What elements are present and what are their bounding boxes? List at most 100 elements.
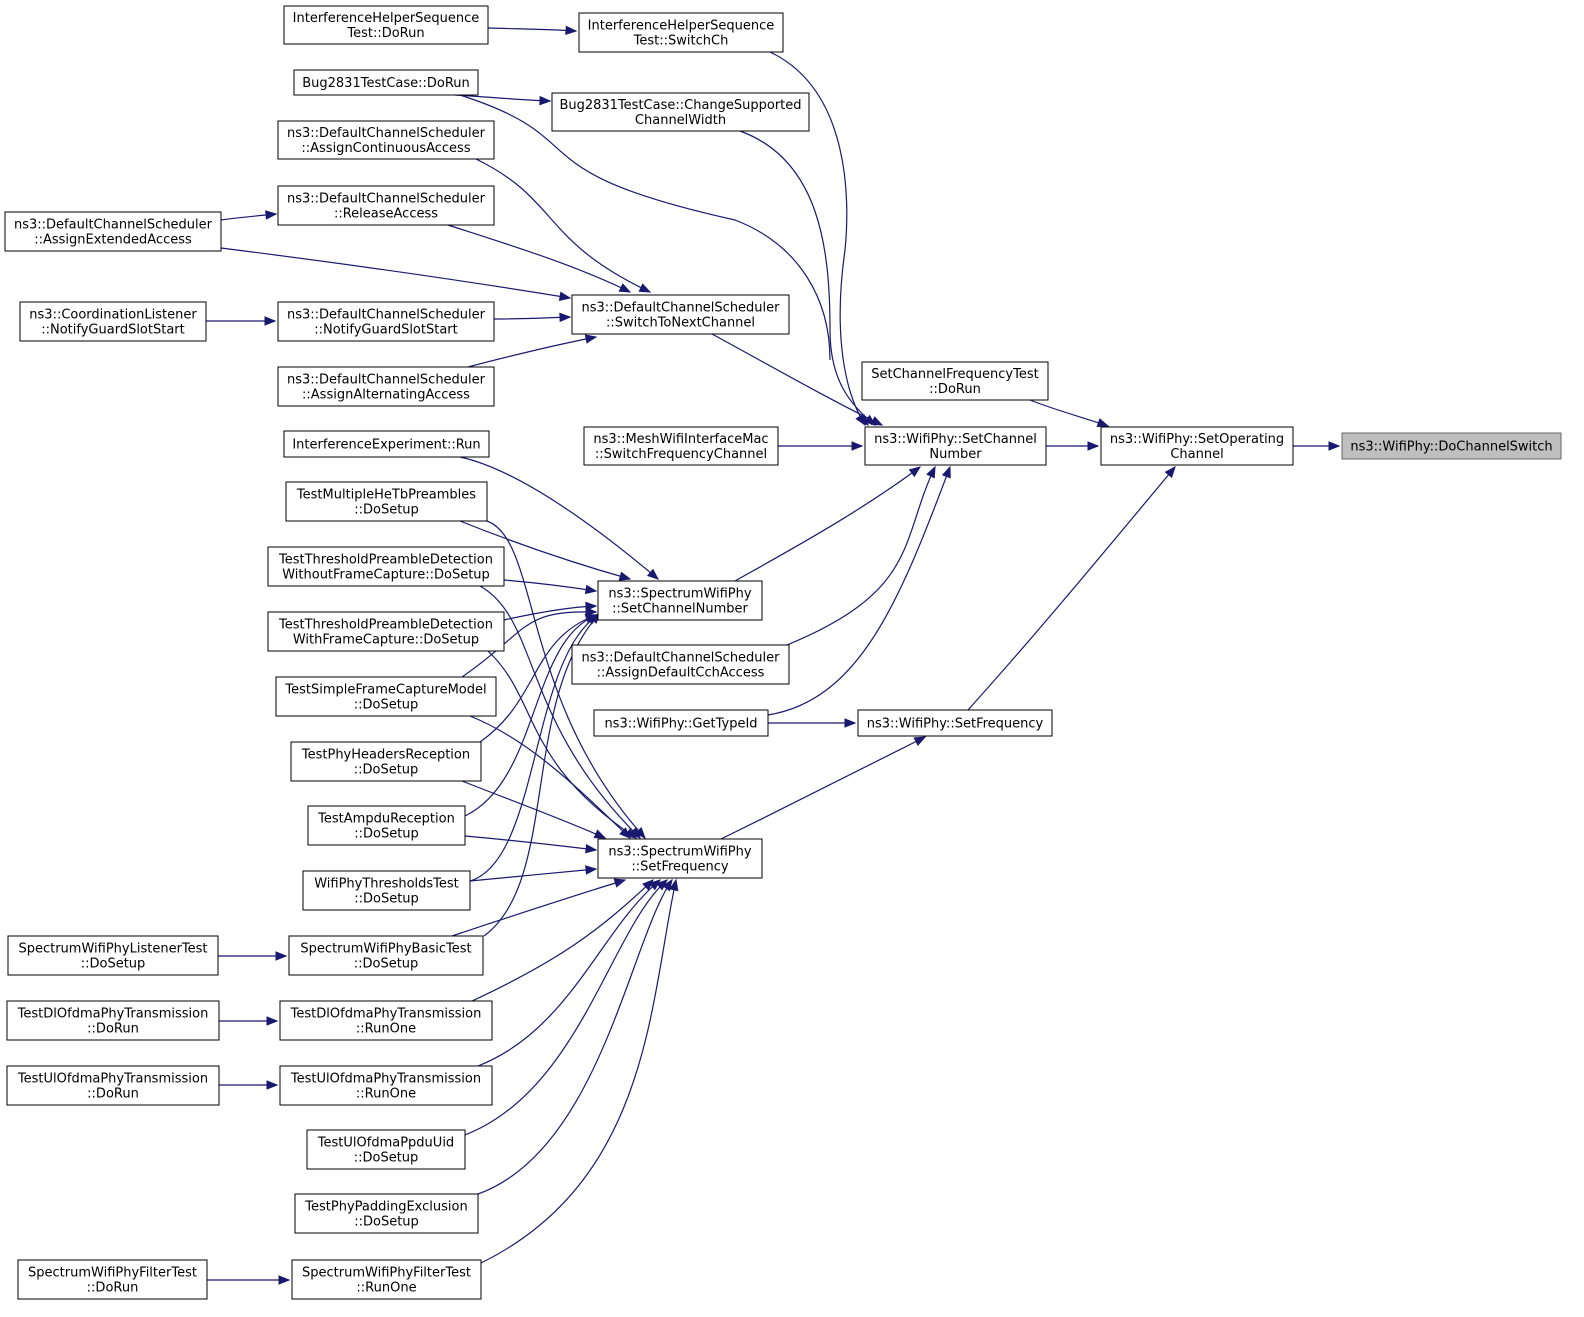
- node-n18[interactable]: InterferenceExperiment::Run: [283, 430, 490, 458]
- node-box: [288, 935, 484, 976]
- node-box: [267, 546, 505, 587]
- arrowhead-n24-n4: [844, 718, 857, 728]
- node-label: TestPhyPaddingExclusion: [304, 1200, 467, 1215]
- arrowhead-n38-n27: [669, 878, 679, 892]
- node-label: ::DoRun: [87, 1087, 139, 1102]
- node-box: [1341, 432, 1562, 460]
- node-label: ns3::DefaultChannelScheduler: [287, 192, 486, 207]
- node-box: [578, 12, 784, 53]
- edge-n5-n2: [769, 51, 866, 426]
- node-box: [283, 430, 490, 458]
- node-n17[interactable]: ns3::SpectrumWifiPhy::SetChannelNumber: [597, 580, 763, 621]
- arrowhead-n3-n1: [1096, 418, 1110, 428]
- node-n23[interactable]: TestSimpleFrameCaptureModel::DoSetup: [275, 676, 497, 717]
- node-label: ::SwitchFrequencyChannel: [595, 447, 767, 462]
- node-n13[interactable]: ns3::DefaultChannelScheduler::NotifyGuar…: [277, 301, 495, 342]
- node-label: Number: [929, 447, 982, 462]
- node-label: Channel: [1170, 447, 1223, 462]
- node-box: [551, 92, 810, 132]
- node-n24[interactable]: ns3::WifiPhy::GetTypeId: [593, 709, 769, 737]
- node-box: [293, 69, 479, 96]
- node-label: ::RunOne: [356, 1281, 416, 1296]
- node-n19[interactable]: TestMultipleHeTbPreambles::DoSetup: [285, 481, 488, 522]
- arrowhead-n37-n38: [278, 1275, 291, 1285]
- edge-n10-n9: [475, 158, 651, 293]
- node-box: [4, 211, 222, 252]
- node-label: WithFrameCapture::DoSetup: [293, 633, 479, 648]
- node-n2[interactable]: ns3::WifiPhy::SetChannelNumber: [864, 426, 1047, 466]
- node-box: [571, 644, 790, 685]
- node-n28[interactable]: WifiPhyThresholdsTest::DoSetup: [302, 870, 471, 911]
- arrowhead-n10-n9: [638, 283, 652, 293]
- node-n11[interactable]: ns3::DefaultChannelScheduler::ReleaseAcc…: [277, 185, 495, 226]
- node-box: [1100, 426, 1294, 466]
- edge-n28-n27: [469, 868, 597, 882]
- node-n29[interactable]: SpectrumWifiPhyListenerTest::DoSetup: [7, 935, 219, 976]
- node-label: ::ReleaseAccess: [334, 207, 438, 222]
- node-label: TestThresholdPreambleDetection: [278, 618, 493, 633]
- node-box: [277, 301, 495, 342]
- node-n36[interactable]: TestPhyPaddingExclusion::DoSetup: [294, 1193, 479, 1234]
- node-n0[interactable]: ns3::WifiPhy::DoChannelSwitch: [1341, 432, 1562, 460]
- node-box: [306, 1129, 466, 1170]
- edge-n11-n9: [447, 224, 631, 293]
- edge-n32-n27: [471, 879, 654, 1002]
- node-n38[interactable]: SpectrumWifiPhyFilterTest::RunOne: [291, 1259, 482, 1300]
- node-box: [19, 301, 207, 342]
- node-label: SpectrumWifiPhyFilterTest: [302, 1266, 471, 1281]
- node-n9[interactable]: ns3::DefaultChannelScheduler::SwitchToNe…: [571, 294, 790, 335]
- node-n35[interactable]: TestUlOfdmaPpduUid::DoSetup: [306, 1129, 466, 1170]
- arrowhead-n8-n2: [857, 414, 869, 426]
- node-n14[interactable]: ns3::CoordinationListener::NotifyGuardSl…: [19, 301, 207, 342]
- node-label: ns3::DefaultChannelScheduler: [582, 651, 781, 666]
- node-label: TestThresholdPreambleDetection: [278, 553, 493, 568]
- node-n30[interactable]: SpectrumWifiPhyBasicTest::DoSetup: [288, 935, 484, 976]
- arrowhead-n22-n2: [926, 465, 936, 479]
- node-n37[interactable]: SpectrumWifiPhyFilterTest::DoRun: [17, 1259, 208, 1300]
- node-n34[interactable]: TestUlOfdmaPhyTransmission::RunOne: [279, 1065, 493, 1106]
- arrowhead-n19-n17: [618, 571, 632, 581]
- node-n26[interactable]: TestAmpduReception::DoSetup: [307, 805, 466, 846]
- node-box: [17, 1259, 208, 1300]
- node-box: [864, 426, 1047, 466]
- arrowhead-n30-n27: [613, 878, 627, 888]
- node-n27[interactable]: ns3::SpectrumWifiPhy::SetFrequency: [597, 838, 763, 879]
- node-n21[interactable]: TestThresholdPreambleDetectionWithFrameC…: [267, 611, 505, 652]
- node-n20[interactable]: TestThresholdPreambleDetectionWithoutFra…: [267, 546, 505, 587]
- node-n31[interactable]: TestDlOfdmaPhyTransmission::DoRun: [6, 1000, 220, 1041]
- node-n32[interactable]: TestDlOfdmaPhyTransmission::RunOne: [279, 1000, 493, 1041]
- node-box: [302, 870, 471, 911]
- node-box: [6, 1000, 220, 1041]
- node-label: ::AssignContinuousAccess: [301, 141, 470, 156]
- node-label: TestPhyHeadersReception: [301, 748, 470, 763]
- node-box: [279, 1000, 493, 1041]
- arrowhead-n20-n17: [584, 584, 598, 595]
- node-n15[interactable]: ns3::DefaultChannelScheduler::AssignAlte…: [277, 366, 495, 407]
- node-box: [593, 709, 769, 737]
- node-label: ::DoSetup: [354, 892, 419, 907]
- node-label: ::AssignDefaultCchAccess: [597, 666, 765, 681]
- node-n10[interactable]: ns3::DefaultChannelScheduler::AssignCont…: [277, 120, 495, 160]
- node-n4[interactable]: ns3::WifiPhy::SetFrequency: [857, 709, 1053, 737]
- edge-n23-n17: [461, 611, 597, 678]
- node-n8[interactable]: Bug2831TestCase::DoRun: [293, 69, 479, 96]
- node-n16[interactable]: ns3::MeshWifiInterfaceMac::SwitchFrequen…: [583, 426, 779, 466]
- edge-n6-n5: [487, 27, 577, 32]
- node-label: Bug2831TestCase::DoRun: [302, 76, 470, 91]
- node-n25[interactable]: TestPhyHeadersReception::DoSetup: [290, 741, 482, 782]
- node-n7[interactable]: Bug2831TestCase::ChangeSupportedChannelW…: [551, 92, 810, 132]
- arrowhead-n29-n30: [275, 951, 288, 961]
- edge-n3-n1: [1029, 399, 1109, 427]
- node-n33[interactable]: TestUlOfdmaPhyTransmission::DoRun: [6, 1065, 220, 1106]
- node-n22[interactable]: ns3::DefaultChannelScheduler::AssignDefa…: [571, 644, 790, 685]
- node-label: TestMultipleHeTbPreambles: [296, 488, 476, 503]
- edge-n38-n27: [480, 879, 677, 1264]
- node-n12[interactable]: ns3::DefaultChannelScheduler::AssignExte…: [4, 211, 222, 252]
- node-n3[interactable]: SetChannelFrequencyTest::DoRun: [861, 361, 1049, 401]
- node-label: ::DoRun: [87, 1281, 139, 1296]
- node-label: InterferenceExperiment::Run: [292, 438, 480, 453]
- arrowhead-n6-n5: [565, 25, 578, 36]
